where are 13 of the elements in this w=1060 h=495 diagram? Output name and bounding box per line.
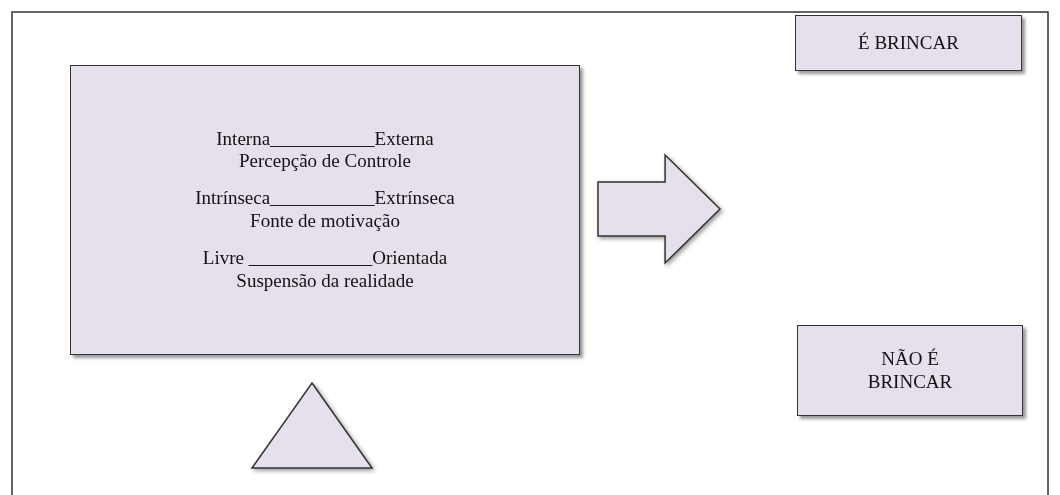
box-text: Intrínseca___________Extrínseca (195, 187, 455, 210)
text-box (70, 65, 580, 355)
box-text: Interna___________Externa (216, 127, 434, 151)
box-text: NÃO É BRINCAR (866, 347, 954, 394)
text-box (797, 325, 1023, 416)
text-box (795, 15, 1022, 71)
box-text: É BRINCAR (858, 31, 959, 55)
box-text: Fonte de motivação (250, 210, 400, 233)
triangle-shape (252, 383, 372, 468)
box-text: Percepção de Controle (239, 150, 411, 174)
box-text: Livre _____________Orientada (202, 246, 448, 270)
block-arrow (598, 155, 720, 263)
box-text: Suspensão da realidade (236, 269, 414, 293)
